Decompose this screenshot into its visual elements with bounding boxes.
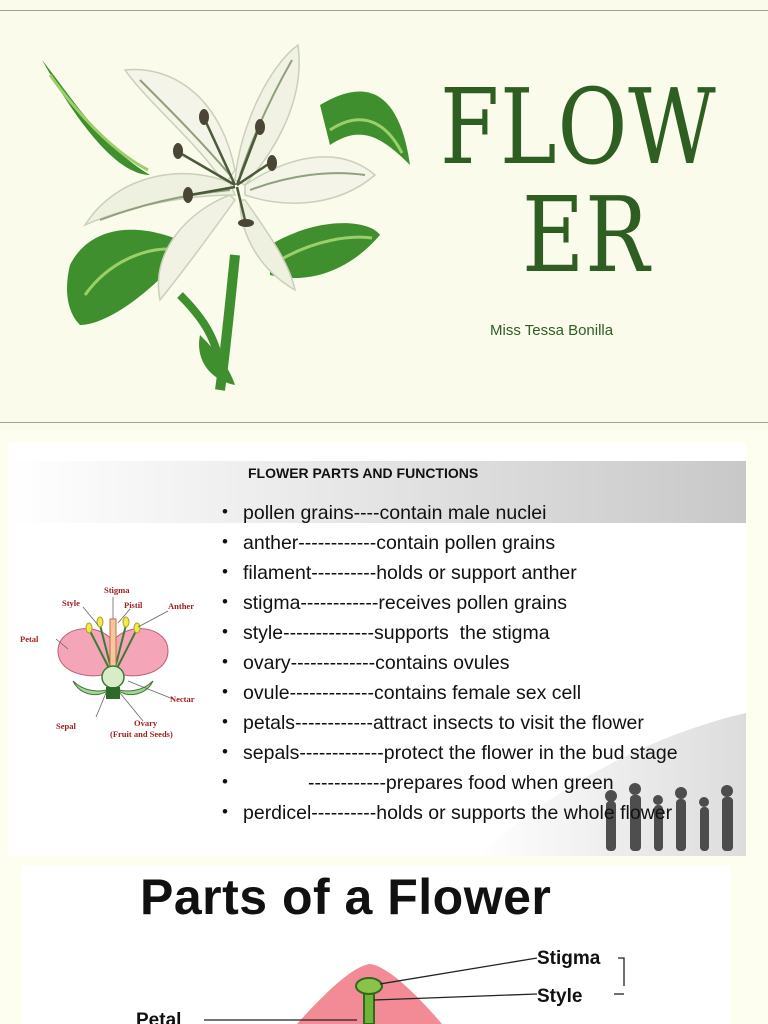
list-item: ovule-------------contains female sex ce… bbox=[222, 677, 678, 708]
slide-title: Parts of a Flower bbox=[140, 869, 552, 925]
flower-anatomy-diagram: Stigma Style Petal bbox=[136, 948, 625, 1024]
list-item: ovary-------------contains ovules bbox=[222, 647, 678, 678]
lily-petals bbox=[83, 43, 377, 302]
label-nectar: Nectar bbox=[170, 694, 195, 704]
label-stigma: Stigma bbox=[537, 948, 601, 969]
parts-functions-slide: FLOWER PARTS AND FUNCTIONS pollen grains… bbox=[8, 443, 746, 856]
list-item: sepals-------------protect the flower in… bbox=[222, 737, 678, 768]
label-petal: Petal bbox=[136, 1010, 181, 1024]
parts-of-flower-slide: Parts of a Flower Stigma Style Petal bbox=[22, 866, 730, 1024]
diagram-pistil bbox=[355, 977, 383, 1024]
bottom-divider bbox=[0, 422, 768, 423]
label-ovary: Ovary bbox=[134, 718, 158, 728]
diagram-pistil bbox=[101, 618, 125, 699]
label-stigma: Stigma bbox=[104, 585, 130, 595]
list-item: anther------------contain pollen grains bbox=[222, 527, 678, 558]
lily-anthers bbox=[173, 109, 277, 227]
flower-cross-section-diagram: Stigma Style Pistil Anther Petal Nectar … bbox=[20, 585, 195, 739]
list-item: ------------prepares food when green bbox=[222, 767, 678, 798]
label-anther: Anther bbox=[168, 601, 194, 611]
list-item: petals------------attract insects to vis… bbox=[222, 707, 678, 738]
author-name: Miss Tessa Bonilla bbox=[490, 322, 614, 339]
lily-illustration bbox=[42, 43, 410, 391]
lily-leaves bbox=[42, 60, 410, 391]
slide-title: FLOWER PARTS AND FUNCTIONS bbox=[248, 465, 479, 481]
title-line-1: FLOW bbox=[440, 66, 717, 188]
label-style: Style bbox=[537, 986, 582, 1007]
label-sepal: Sepal bbox=[56, 721, 76, 731]
list-item: stigma------------receives pollen grains bbox=[222, 587, 678, 618]
lily-stamens bbox=[179, 119, 271, 221]
diagram-anthers bbox=[85, 616, 141, 634]
title-line-2: ER bbox=[522, 174, 651, 296]
label-ovary-note: (Fruit and Seeds) bbox=[110, 729, 173, 739]
diagram-leader-lines bbox=[55, 597, 174, 722]
label-petal: Petal bbox=[20, 634, 39, 644]
top-divider bbox=[0, 10, 768, 11]
label-pistil: Pistil bbox=[124, 600, 143, 610]
title-slide: FLOW ER Miss Tessa Bonilla bbox=[0, 0, 768, 430]
diagram-leader-lines bbox=[204, 957, 625, 1021]
list-item: filament----------holds or support anthe… bbox=[222, 557, 678, 588]
list-item: pollen grains----contain male nuclei bbox=[222, 497, 678, 528]
label-style: Style bbox=[62, 598, 80, 608]
list-item: style--------------supports the stigma bbox=[222, 617, 678, 648]
list-item: perdicel----------holds or supports the … bbox=[222, 797, 678, 828]
parts-functions-list: pollen grains----contain male nuclei ant… bbox=[222, 497, 678, 828]
